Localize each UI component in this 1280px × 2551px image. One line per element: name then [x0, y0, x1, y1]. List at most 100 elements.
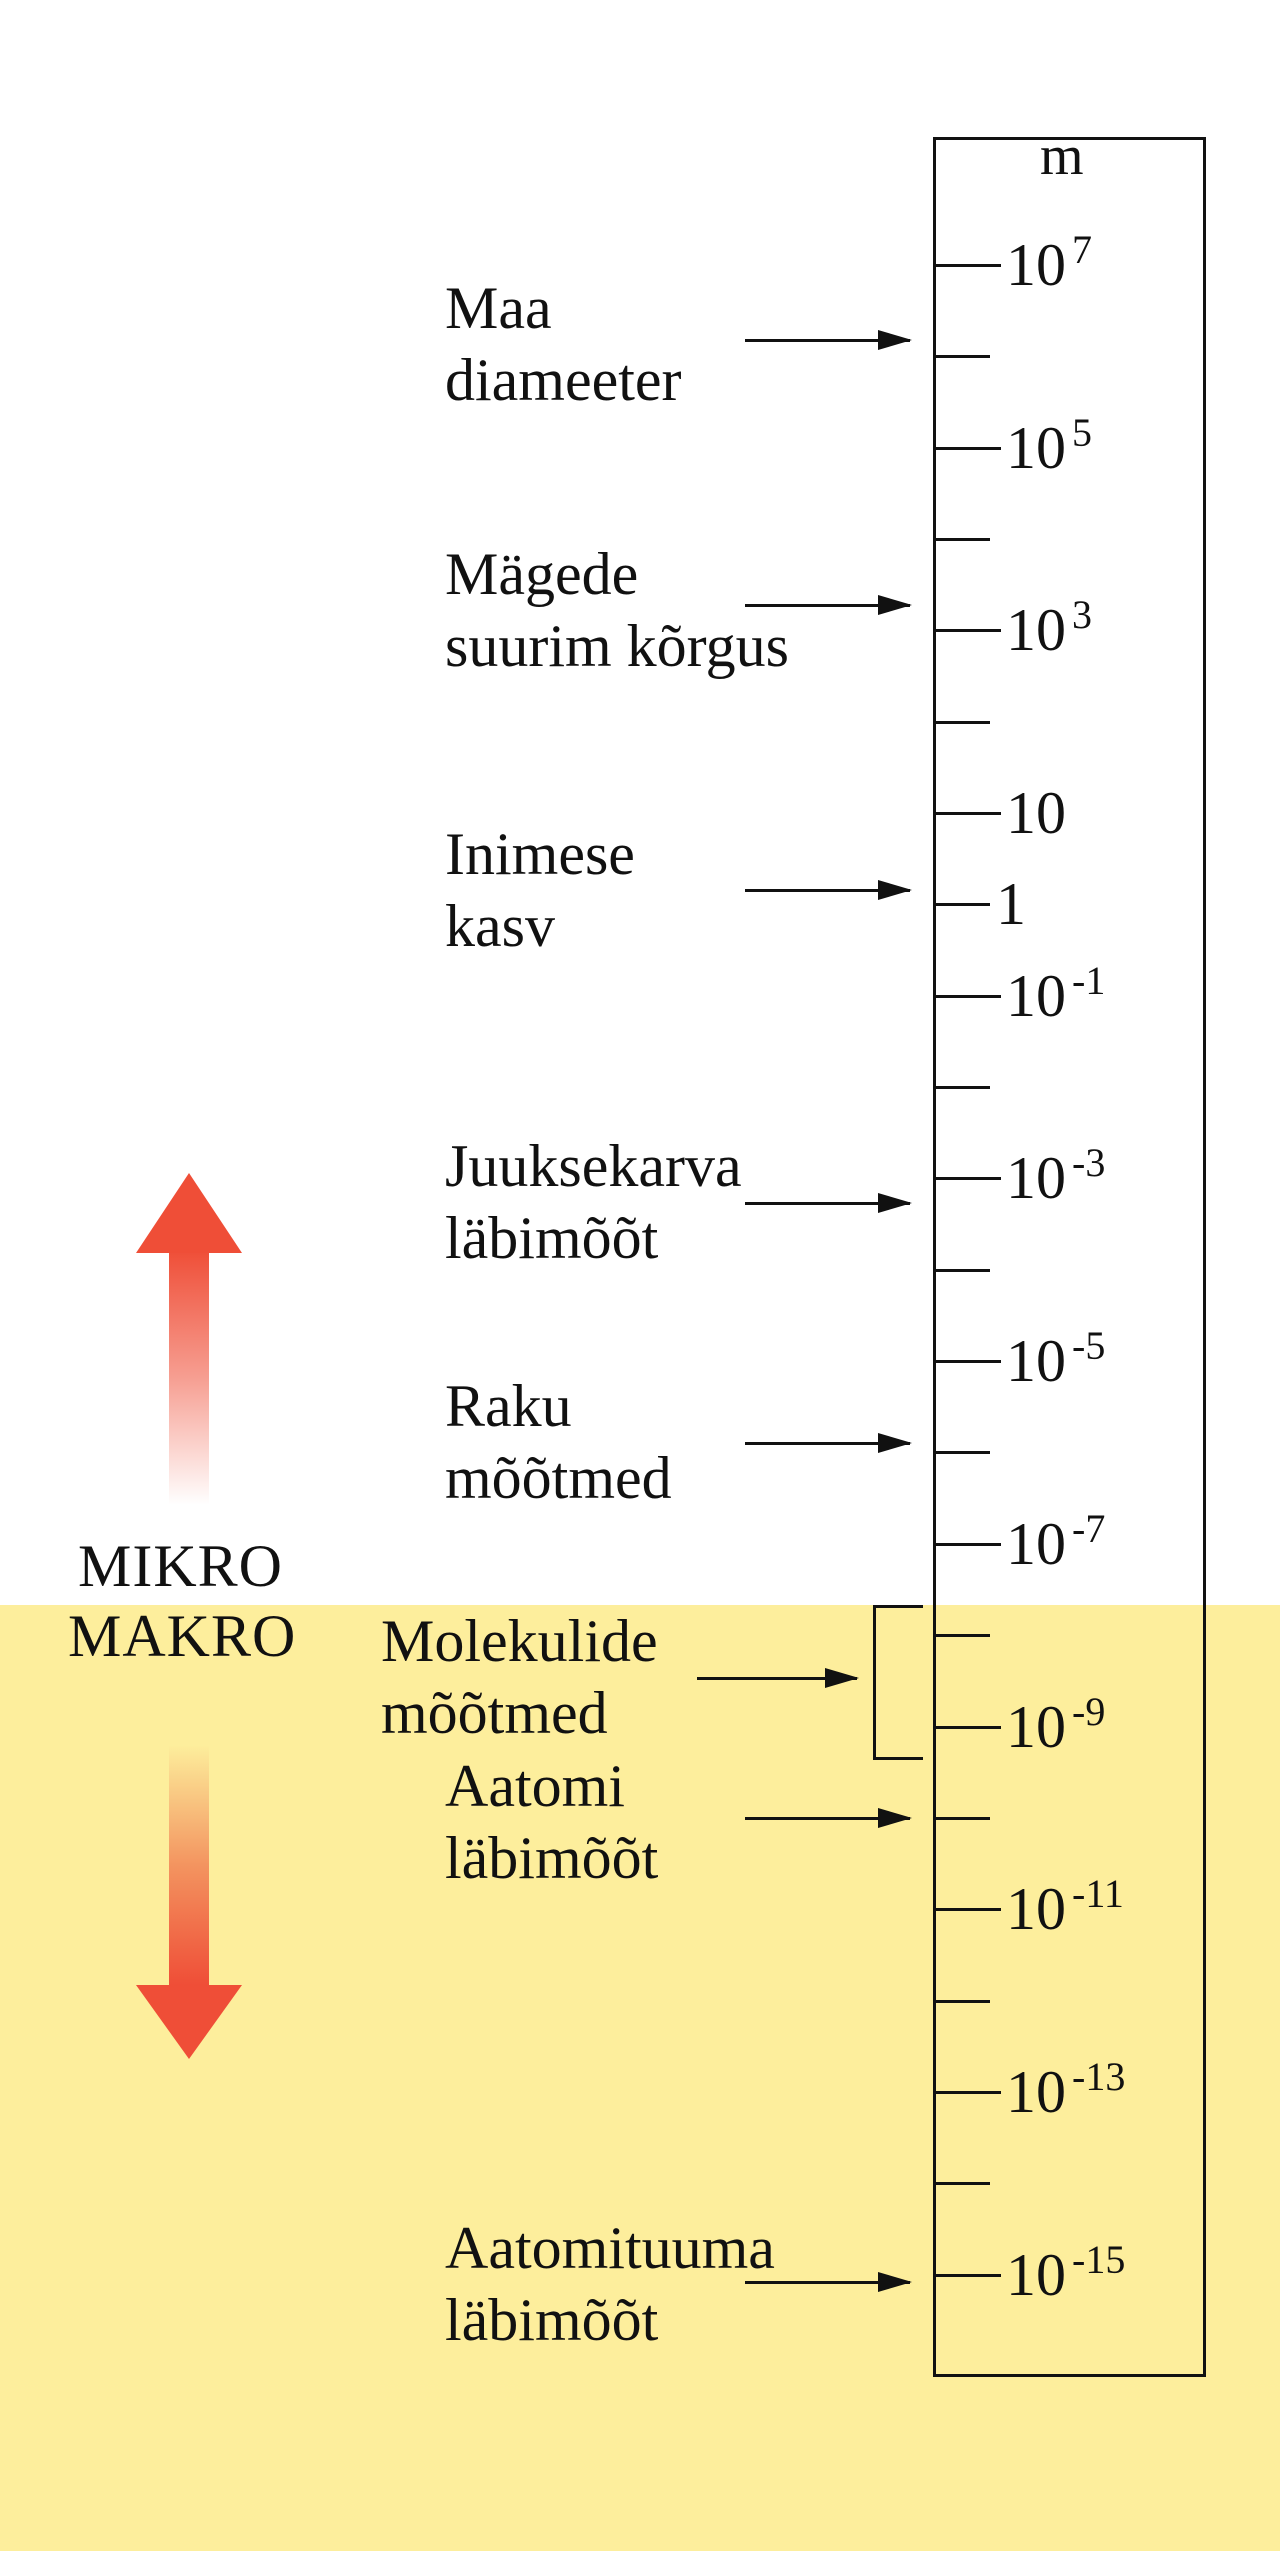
scale-tick — [933, 721, 990, 724]
scale-tick — [933, 1817, 990, 1820]
pointer-arrow-icon — [745, 595, 912, 615]
pointer-arrow-icon — [745, 1808, 912, 1828]
pointer-arrow-icon — [745, 1193, 912, 1213]
tick-label: 10-7 — [1006, 1509, 1105, 1577]
tick-label: 10-11 — [1006, 1874, 1124, 1942]
scale-ruler-frame — [933, 137, 1206, 2377]
tick-base: 10 — [1006, 597, 1066, 663]
tick-base: 10 — [1006, 232, 1066, 298]
scale-tick — [933, 2091, 1001, 2094]
tick-base: 10 — [1006, 415, 1066, 481]
scale-tick — [933, 1908, 1001, 1911]
pointer-arrow-icon — [697, 1668, 859, 1688]
tick-exponent: -5 — [1072, 1323, 1106, 1368]
object-label-line1: Mägede — [445, 541, 639, 607]
object-label-line2: suurim kõrgus — [445, 613, 789, 679]
tick-base: 10 — [1006, 2242, 1066, 2308]
object-label-line2: mõõtmed — [381, 1680, 608, 1746]
tick-exponent: -13 — [1072, 2054, 1126, 2099]
tick-exponent: 3 — [1072, 592, 1092, 637]
object-label-line2: läbimõõt — [445, 2287, 659, 2353]
tick-exponent: -15 — [1072, 2237, 1126, 2282]
micro-region-background — [0, 1605, 1280, 2551]
object-label-line2: läbimõõt — [445, 1205, 659, 1271]
makro-label: MAKRO — [68, 1603, 297, 1669]
tick-label: 10-5 — [1006, 1326, 1105, 1394]
tick-base: 10 — [1006, 963, 1066, 1029]
tick-label: 10-1 — [1006, 961, 1105, 1029]
object-label-line1: Aatomituuma — [445, 2215, 775, 2281]
scale-tick — [933, 355, 990, 358]
tick-label: 10-3 — [1006, 1143, 1105, 1211]
object-label-line1: Molekulide — [381, 1608, 658, 1674]
tick-exponent: -7 — [1072, 1506, 1106, 1551]
pointer-arrow-icon — [745, 880, 912, 900]
tick-label: 10-9 — [1006, 1692, 1105, 1760]
scale-tick — [933, 1726, 1001, 1729]
object-label-line1: Inimese — [445, 821, 635, 887]
scale-tick — [933, 995, 1001, 998]
scale-tick — [933, 1177, 1001, 1180]
scale-tick — [933, 903, 990, 906]
tick-exponent: -9 — [1072, 1689, 1106, 1734]
scale-tick — [933, 2000, 990, 2003]
scale-tick — [933, 812, 1001, 815]
tick-base: 10 — [1006, 780, 1066, 846]
object-label-line1: Juuksekarva — [445, 1133, 742, 1199]
scale-tick — [933, 629, 1001, 632]
tick-base: 1 — [996, 871, 1026, 937]
object-label-line1: Maa — [445, 275, 552, 341]
arrow-up-icon — [136, 1173, 242, 1253]
tick-label: 1 — [996, 874, 1026, 934]
tick-exponent: 7 — [1072, 227, 1092, 272]
pointer-arrow-icon — [745, 330, 912, 350]
scale-tick — [933, 1543, 1001, 1546]
object-label-line2: mõõtmed — [445, 1445, 672, 1511]
scale-tick — [933, 1360, 1001, 1363]
pointer-arrow-icon — [745, 2272, 912, 2292]
arrow-down-shaft — [169, 1745, 209, 1985]
scale-tick — [933, 2274, 1001, 2277]
tick-label: 10-15 — [1006, 2240, 1125, 2308]
tick-base: 10 — [1006, 1876, 1066, 1942]
molecule-range-bracket — [873, 1605, 923, 1760]
scale-tick — [933, 1086, 990, 1089]
object-label-line2: läbimõõt — [445, 1825, 659, 1891]
tick-base: 10 — [1006, 1694, 1066, 1760]
tick-exponent: 5 — [1072, 410, 1092, 455]
scale-tick — [933, 1634, 990, 1637]
object-label-line1: Raku — [445, 1373, 572, 1439]
object-label-line2: kasv — [445, 893, 555, 959]
pointer-arrow-icon — [745, 1433, 912, 1453]
tick-base: 10 — [1006, 2059, 1066, 2125]
scale-tick — [933, 538, 990, 541]
object-label-line2: diameeter — [445, 347, 682, 413]
tick-base: 10 — [1006, 1145, 1066, 1211]
scale-tick — [933, 264, 1001, 267]
scale-tick — [933, 447, 1001, 450]
tick-exponent: -1 — [1072, 958, 1106, 1003]
tick-label: 10 — [1006, 783, 1066, 843]
scale-tick — [933, 1451, 990, 1454]
tick-base: 10 — [1006, 1511, 1066, 1577]
scale-tick — [933, 1269, 990, 1272]
tick-exponent: -3 — [1072, 1140, 1106, 1185]
tick-exponent: -11 — [1072, 1871, 1124, 1916]
unit-label: m — [1040, 125, 1084, 187]
arrow-up-shaft — [169, 1250, 209, 1505]
scale-tick — [933, 2182, 990, 2185]
tick-base: 10 — [1006, 1328, 1066, 1394]
mikro-label: MIKRO — [78, 1533, 284, 1599]
arrow-down-icon — [136, 1985, 242, 2059]
